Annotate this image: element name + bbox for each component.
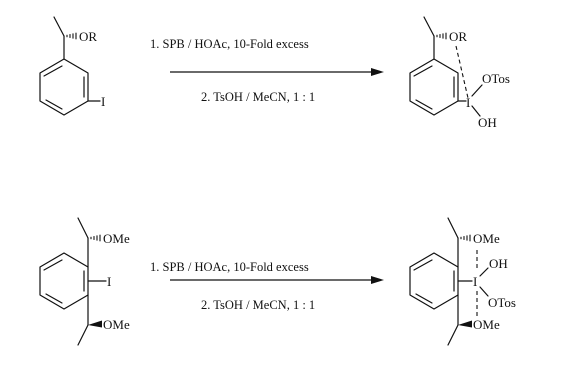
arrow-head: [371, 68, 384, 76]
condition-step-2: 2. TsOH / MeCN, 1 : 1: [201, 298, 315, 312]
arrow-head: [371, 276, 384, 284]
condition-step-1: 1. SPB / HOAc, 10-Fold excess: [150, 260, 309, 274]
bond-methyl: [447, 217, 459, 239]
iodine-label: I: [101, 94, 105, 109]
aromatic-double-bond: [415, 293, 433, 304]
benzene-ring: [39, 58, 89, 116]
aromatic-double-bond: [413, 65, 433, 77]
reactant-2: OMe I OMe: [39, 217, 130, 346]
reactant-1: OR I: [39, 16, 105, 116]
condition-step-2: 2. TsOH / MeCN, 1 : 1: [201, 90, 315, 104]
solid-wedge-bond: [458, 320, 472, 328]
hashed-wedge-bond: [90, 234, 101, 242]
benzene-ring: [39, 252, 89, 310]
bond-methyl: [447, 324, 459, 346]
bond-methyl: [77, 217, 89, 239]
aromatic-double-bond: [43, 259, 63, 271]
solid-wedge-bond: [88, 320, 102, 328]
aromatic-double-bond: [413, 259, 433, 271]
product-2: OMe I OH OTos OMe: [409, 217, 516, 346]
reaction-1: OR I 1. SPB / HOAc, 10-Fold excess 2. Ts…: [39, 16, 510, 130]
ether-top-label: OMe: [103, 231, 130, 246]
reaction-2: OMe I OMe 1. SPB / HOAc, 10-Fold excess …: [39, 217, 516, 346]
coordination-dashed-bond: [455, 45, 469, 99]
hashed-wedge-bond: [66, 32, 77, 40]
aromatic-double-bond: [43, 65, 63, 77]
bond-iodine-otos: [471, 84, 483, 97]
benzene-ring: [409, 58, 459, 116]
reaction-arrow-2: 1. SPB / HOAc, 10-Fold excess 2. TsOH / …: [150, 260, 384, 312]
bond-methyl: [77, 324, 89, 346]
iodine-label: I: [473, 274, 477, 289]
oh-label: OH: [478, 115, 497, 130]
aromatic-double-bond: [45, 99, 63, 110]
oh-label: OH: [489, 256, 508, 271]
ether-label: OR: [79, 29, 97, 44]
reaction-arrow-1: 1. SPB / HOAc, 10-Fold excess 2. TsOH / …: [150, 37, 384, 104]
condition-step-1: 1. SPB / HOAc, 10-Fold excess: [150, 37, 309, 51]
bond-iodine-oh: [471, 105, 481, 117]
benzene-ring: [409, 252, 459, 310]
ether-bottom-label: OMe: [473, 317, 500, 332]
ether-label: OR: [449, 29, 467, 44]
bond-iodine-otos: [479, 286, 489, 297]
bond-methyl: [53, 16, 65, 37]
otos-label: OTos: [488, 295, 516, 310]
hashed-wedge-bond: [460, 234, 471, 242]
bond-iodine-oh: [479, 267, 489, 277]
aromatic-double-bond: [45, 293, 63, 304]
iodine-label: I: [107, 274, 111, 289]
hashed-wedge-bond: [436, 32, 447, 40]
iodine-label: I: [466, 95, 470, 110]
aromatic-double-bond: [415, 99, 433, 110]
otos-label: OTos: [482, 71, 510, 86]
ether-top-label: OMe: [473, 231, 500, 246]
product-1: OR I OTos OH: [409, 16, 510, 130]
bond-methyl: [423, 16, 435, 37]
ether-bottom-label: OMe: [103, 317, 130, 332]
